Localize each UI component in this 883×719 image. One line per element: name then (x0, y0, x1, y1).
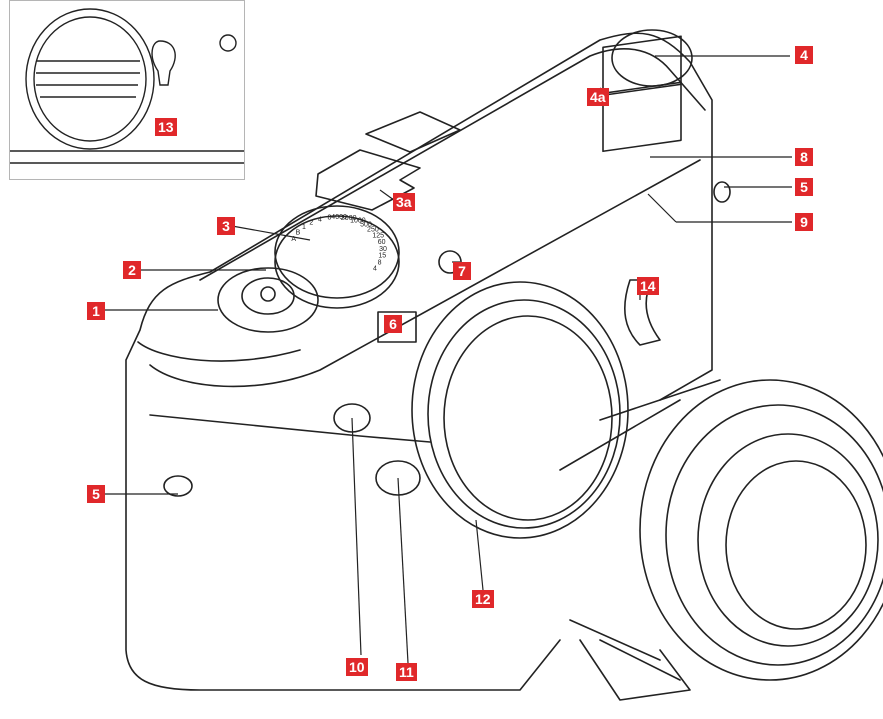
dial-marking: 125 (372, 232, 384, 239)
accessory-shoe (315, 149, 421, 211)
callout-6: 6 (384, 315, 402, 333)
dial-marking: 4000 (331, 214, 347, 221)
callout-4: 4 (795, 46, 813, 64)
callout-10: 10 (346, 658, 368, 676)
shutter-release (217, 267, 319, 333)
iso-dial (611, 29, 693, 87)
dial-marking: 250 (367, 226, 379, 233)
shutter-speed-dial (274, 205, 400, 299)
callout-3a: 3a (393, 193, 415, 211)
dial-marking: 4 (318, 216, 322, 223)
dial-marking: 60 (378, 239, 386, 246)
inset-detail (9, 0, 245, 180)
dial-marking: 2000 (341, 215, 357, 222)
dial-marking: 8 (327, 215, 331, 222)
dial-marking: 1 (302, 224, 306, 231)
camera-body-outline (125, 32, 713, 691)
top-plate-edge (149, 159, 701, 388)
callout-13: 13 (155, 118, 177, 136)
callout-8: 8 (795, 148, 813, 166)
callout-2: 2 (123, 261, 141, 279)
callout-9: 9 (795, 213, 813, 231)
lens (639, 379, 883, 681)
viewfinder-window (602, 35, 682, 97)
callout-12: 12 (472, 590, 494, 608)
callout-14: 14 (637, 277, 659, 295)
callout-1: 1 (87, 302, 105, 320)
strap-lug-right (713, 181, 731, 203)
dial-marking: 1000 (350, 218, 366, 225)
lens-release-button (375, 460, 421, 496)
inset-mount-illustration (10, 8, 244, 164)
callout-11: 11 (396, 663, 417, 681)
dial-marking: B (296, 230, 301, 237)
dial-marking: 15 (378, 253, 386, 260)
dial-marking: A (291, 236, 296, 243)
callout-5-left: 5 (87, 485, 105, 503)
dial-marking: 2 (309, 220, 313, 227)
brightline-window (377, 311, 417, 343)
focus-tab (579, 639, 691, 701)
rangefinder-window (602, 81, 682, 153)
dial-marking: 8 (378, 260, 382, 267)
dial-marking: 30 (379, 246, 387, 253)
callout-7: 7 (453, 262, 471, 280)
dial-marking: 500 (360, 221, 372, 228)
callout-5-right: 5 (795, 178, 813, 196)
dial-marking: 4 (373, 266, 377, 273)
callout-3: 3 (217, 217, 235, 235)
strap-lug-left (163, 475, 193, 497)
callout-4a: 4a (587, 88, 609, 106)
